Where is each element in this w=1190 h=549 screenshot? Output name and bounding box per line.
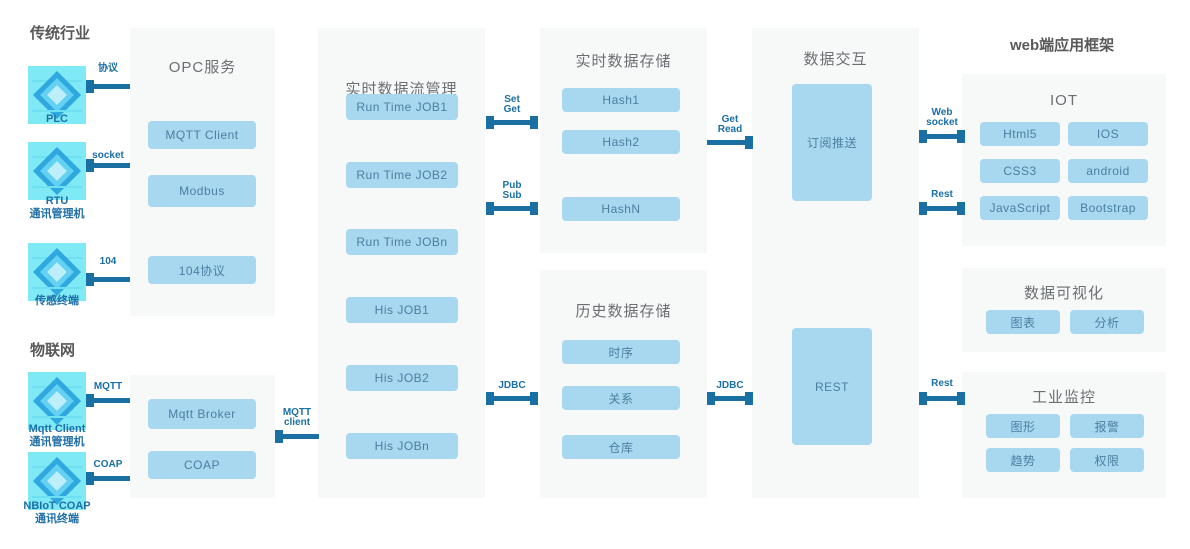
- panel-title-data-visualization: 数据可视化: [1023, 285, 1104, 302]
- connector-label-setget-2: Get: [503, 104, 521, 115]
- box-timeseries[interactable]: 时序: [562, 340, 680, 364]
- chip-node-icon-plc: [28, 66, 86, 124]
- box-run-time-job1[interactable]: Run Time JOB1: [346, 94, 458, 120]
- box-javascript[interactable]: JavaScript: [980, 196, 1060, 220]
- connector-rest-monitor: [919, 390, 965, 408]
- box-hash1[interactable]: Hash1: [562, 88, 680, 112]
- box-html5[interactable]: Html5: [980, 122, 1060, 146]
- device-caption-rtu: RTU: [45, 195, 69, 207]
- box-subscription-push[interactable]: 订阅推送: [792, 84, 872, 201]
- connector-label-broker-stream-2: client: [283, 417, 311, 428]
- panel-title-realtime-storage: 实时数据存储: [575, 53, 672, 70]
- device-caption-mqtt-client-sub: 通讯管理机: [29, 436, 85, 448]
- box-mqtt-broker[interactable]: Mqtt Broker: [148, 399, 256, 429]
- panel-title-industrial-monitor: 工业监控: [1031, 389, 1096, 406]
- box-ios[interactable]: IOS: [1068, 122, 1148, 146]
- box-analysis[interactable]: 分析: [1070, 310, 1144, 334]
- box-trend[interactable]: 趋势: [986, 448, 1060, 472]
- box-his-job2[interactable]: His JOB2: [346, 365, 458, 391]
- section-heading-iot: 物联网: [30, 342, 76, 359]
- device-caption-nbiot-coap-sub: 通讯终端: [35, 513, 79, 525]
- connector-label-rtu-opc: socket: [92, 150, 124, 161]
- connector-rest-iot: [919, 200, 965, 218]
- section-heading-traditional-industry: 传统行业: [30, 25, 91, 42]
- box-hash2[interactable]: Hash2: [562, 130, 680, 154]
- connector-label-setget-1: Set: [504, 94, 520, 105]
- connector-label-history-rest-jdbc: JDBC: [716, 380, 744, 391]
- device-caption-plc: PLC: [46, 113, 68, 125]
- box-relational[interactable]: 关系: [562, 386, 680, 410]
- connector-label-broker-stream-1: MQTT: [282, 407, 312, 418]
- connector-hash-exchange: [707, 134, 753, 152]
- box-his-job1[interactable]: His JOB1: [346, 297, 458, 323]
- connector-coap: [86, 470, 130, 488]
- box-permission[interactable]: 权限: [1070, 448, 1144, 472]
- box-graphics[interactable]: 图形: [986, 414, 1060, 438]
- box-hashn[interactable]: HashN: [562, 197, 680, 221]
- chip-node-icon-rtu: [28, 142, 86, 200]
- panel-industrial-monitor: 工业监控 图形 报警 趋势 权限: [962, 372, 1166, 498]
- connector-label-hash-exchange-1: Get: [721, 114, 739, 125]
- device-caption-nbiot-coap: NBIoT COAP: [23, 500, 91, 512]
- panel-opc-service: OPC服务 MQTT Client Modbus 104协议: [130, 28, 275, 316]
- connector-label-stream-history-jdbc: JDBC: [498, 380, 526, 391]
- connector-label-coap: COAP: [93, 459, 123, 470]
- device-caption-rtu-sub: 通讯管理机: [29, 208, 85, 220]
- connector-label-mqtt-broker: MQTT: [93, 381, 123, 392]
- panel-data-exchange: 数据交互 订阅推送 REST: [752, 28, 919, 498]
- panel-title-history-storage: 历史数据存储: [575, 303, 672, 320]
- connector-mqtt-broker: [86, 392, 130, 410]
- box-alarm[interactable]: 报警: [1070, 414, 1144, 438]
- panel-title-opc: OPC服务: [168, 59, 237, 76]
- connector-stream-hash-pubsub: [486, 200, 538, 218]
- box-opc-modbus[interactable]: Modbus: [148, 175, 256, 207]
- panel-iot-frontend: IOT Html5 IOS CSS3 android JavaScript Bo…: [962, 74, 1166, 246]
- connector-stream-history-jdbc: [486, 390, 538, 408]
- connector-plc-opc: [86, 78, 130, 96]
- connector-history-rest-jdbc: [707, 390, 753, 408]
- box-opc-mqtt-client[interactable]: MQTT Client: [148, 121, 256, 149]
- panel-title-data-exchange: 数据交互: [803, 51, 868, 68]
- panel-history-storage: 历史数据存储 时序 关系 仓库: [540, 270, 707, 498]
- panel-iot-broker: Mqtt Broker COAP: [130, 375, 275, 498]
- connector-label-websocket-2: socket: [926, 117, 958, 128]
- box-charts[interactable]: 图表: [986, 310, 1060, 334]
- connector-label-rest-monitor: Rest: [931, 378, 953, 389]
- connector-label-sensor-opc: 104: [99, 256, 117, 267]
- device-caption-sensor: 传感终端: [35, 295, 79, 307]
- box-his-jobn[interactable]: His JOBn: [346, 433, 458, 459]
- panel-title-realtime-stream: 实时数据流管理: [345, 81, 458, 98]
- connector-label-pubsub-2: Sub: [502, 190, 522, 201]
- panel-data-visualization: 数据可视化 图表 分析: [962, 268, 1166, 352]
- device-caption-mqtt-client: Mqtt Client: [28, 423, 86, 435]
- chip-node-icon-sensor: [28, 243, 86, 301]
- chip-node-icon-nbiot-coap: [28, 452, 86, 510]
- box-run-time-jobn[interactable]: Run Time JOBn: [346, 229, 458, 255]
- box-run-time-job2[interactable]: Run Time JOB2: [346, 162, 458, 188]
- connector-broker-stream: [275, 428, 319, 446]
- connector-label-pubsub-1: Pub: [502, 180, 522, 191]
- box-android[interactable]: android: [1068, 159, 1148, 183]
- panel-title-iot-frontend: IOT: [1050, 92, 1078, 109]
- box-rest[interactable]: REST: [792, 328, 872, 445]
- connector-label-plc-opc: 协议: [98, 63, 118, 74]
- box-css3[interactable]: CSS3: [980, 159, 1060, 183]
- panel-realtime-storage: 实时数据存储 Hash1 Hash2 HashN: [540, 28, 707, 253]
- panel-realtime-stream-management: 实时数据流管理 Run Time JOB1 Run Time JOB2 Run …: [318, 28, 485, 498]
- box-opc-104[interactable]: 104协议: [148, 256, 256, 284]
- connector-rtu-opc: [86, 157, 130, 175]
- box-warehouse[interactable]: 仓库: [562, 435, 680, 459]
- connector-label-rest-iot: Rest: [931, 189, 953, 200]
- box-coap[interactable]: COAP: [148, 451, 256, 479]
- connector-label-hash-exchange-2: Read: [717, 124, 743, 135]
- connector-label-websocket-1: Web: [931, 107, 953, 118]
- connector-stream-hash-setget: [486, 114, 538, 132]
- connector-push-websocket: [919, 128, 965, 146]
- section-heading-web-app-framework: web端应用框架: [1010, 37, 1115, 54]
- box-bootstrap[interactable]: Bootstrap: [1068, 196, 1148, 220]
- chip-node-icon-mqtt-client: [28, 372, 86, 430]
- connector-sensor-opc: [86, 271, 130, 289]
